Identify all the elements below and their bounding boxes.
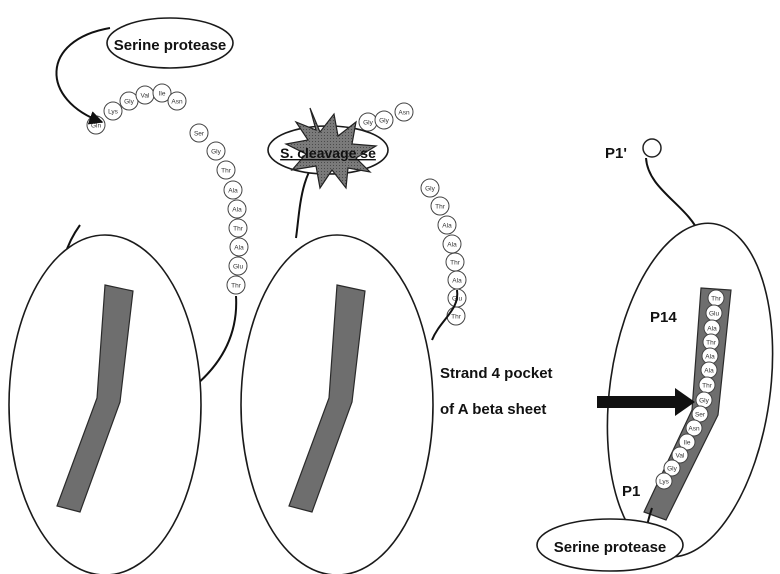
right-inserted-residue-label: Gly bbox=[667, 465, 678, 472]
right-inserted-residue-label: Asn bbox=[688, 425, 700, 432]
left-loop-residue-label: Ser bbox=[194, 130, 205, 137]
strand-pocket-label-line1: Strand 4 pocket bbox=[440, 365, 553, 382]
right-inserted-residue-label: Val bbox=[676, 452, 685, 459]
left-loop-residue-label: Thr bbox=[233, 225, 244, 232]
cleavage-label: S. cleavage se bbox=[280, 145, 376, 161]
strand-pocket-label-line2: of A beta sheet bbox=[440, 401, 546, 418]
p1-prime-residue bbox=[643, 139, 661, 157]
left-loop-residue-label: Gln bbox=[91, 122, 102, 129]
right-inserted-residue-label: Thr bbox=[702, 382, 713, 389]
middle-loop-residue-label: Thr bbox=[451, 313, 462, 320]
middle-loop-residue-label: Thr bbox=[435, 203, 446, 210]
right-inserted-residue-label: Ala bbox=[704, 367, 714, 374]
middle-loop-residue-label: Gly bbox=[379, 117, 390, 124]
left-loop-residue-label: Ile bbox=[159, 90, 166, 97]
left-loop-residue-label: Ala bbox=[228, 187, 238, 194]
left-loop-residue-label: Asn bbox=[171, 98, 183, 105]
left-loop-residue-label: Thr bbox=[221, 167, 232, 174]
right-inserted-residue-label: Glu bbox=[709, 310, 720, 317]
left-loop-residue-label: Gly bbox=[124, 98, 135, 105]
right-serpin-body bbox=[587, 213, 780, 568]
p1-prime-label: P1' bbox=[605, 145, 627, 162]
right-inserted-residue-label: Thr bbox=[711, 295, 722, 302]
left-loop-residue-label: Val bbox=[141, 92, 150, 99]
right-inserted-residue-label: Ala bbox=[705, 353, 715, 360]
left-serine-protease-label: Serine protease bbox=[114, 37, 227, 54]
right-serine-protease-label: Serine protease bbox=[554, 539, 667, 556]
middle-loop-residue-label: Ala bbox=[452, 277, 462, 284]
middle-loop-residue-label: Gly bbox=[425, 185, 436, 192]
p1-label: P1 bbox=[622, 483, 640, 500]
middle-loop-residue-label: Ala bbox=[442, 222, 452, 229]
right-inserted-residue-label: Gly bbox=[699, 397, 710, 404]
protease-approach-arrow bbox=[56, 28, 110, 122]
left-loop-residue-label: Lys bbox=[108, 108, 119, 115]
middle-loop-residue-label: Thr bbox=[450, 259, 461, 266]
middle-loop-residue-label: Gly bbox=[363, 119, 374, 126]
right-inserted-residue-label: Ile bbox=[684, 439, 691, 446]
left-loop-residue-label: Glu bbox=[233, 263, 244, 270]
middle-loop-residue-label: Asn bbox=[398, 109, 410, 116]
panel-right: P1' ThrGluAlaThrAlaAlaThrGlySerAsnIleVal… bbox=[440, 139, 780, 571]
right-inserted-residue-label: Lys bbox=[659, 478, 670, 485]
right-inserted-residue-label: Ser bbox=[695, 411, 706, 418]
left-loop-residue-label: Ala bbox=[232, 206, 242, 213]
left-loop-residue-label: Ala bbox=[234, 244, 244, 251]
right-inserted-residue-label: Thr bbox=[706, 339, 717, 346]
left-loop-thread-exit bbox=[196, 296, 236, 385]
left-loop-residue-label: Gly bbox=[211, 148, 222, 155]
right-inserted-residue-label: Ala bbox=[707, 325, 717, 332]
p14-label: P14 bbox=[650, 309, 677, 326]
left-loop-residue-label: Thr bbox=[231, 282, 242, 289]
middle-loop-residue-label: Ala bbox=[447, 241, 457, 248]
